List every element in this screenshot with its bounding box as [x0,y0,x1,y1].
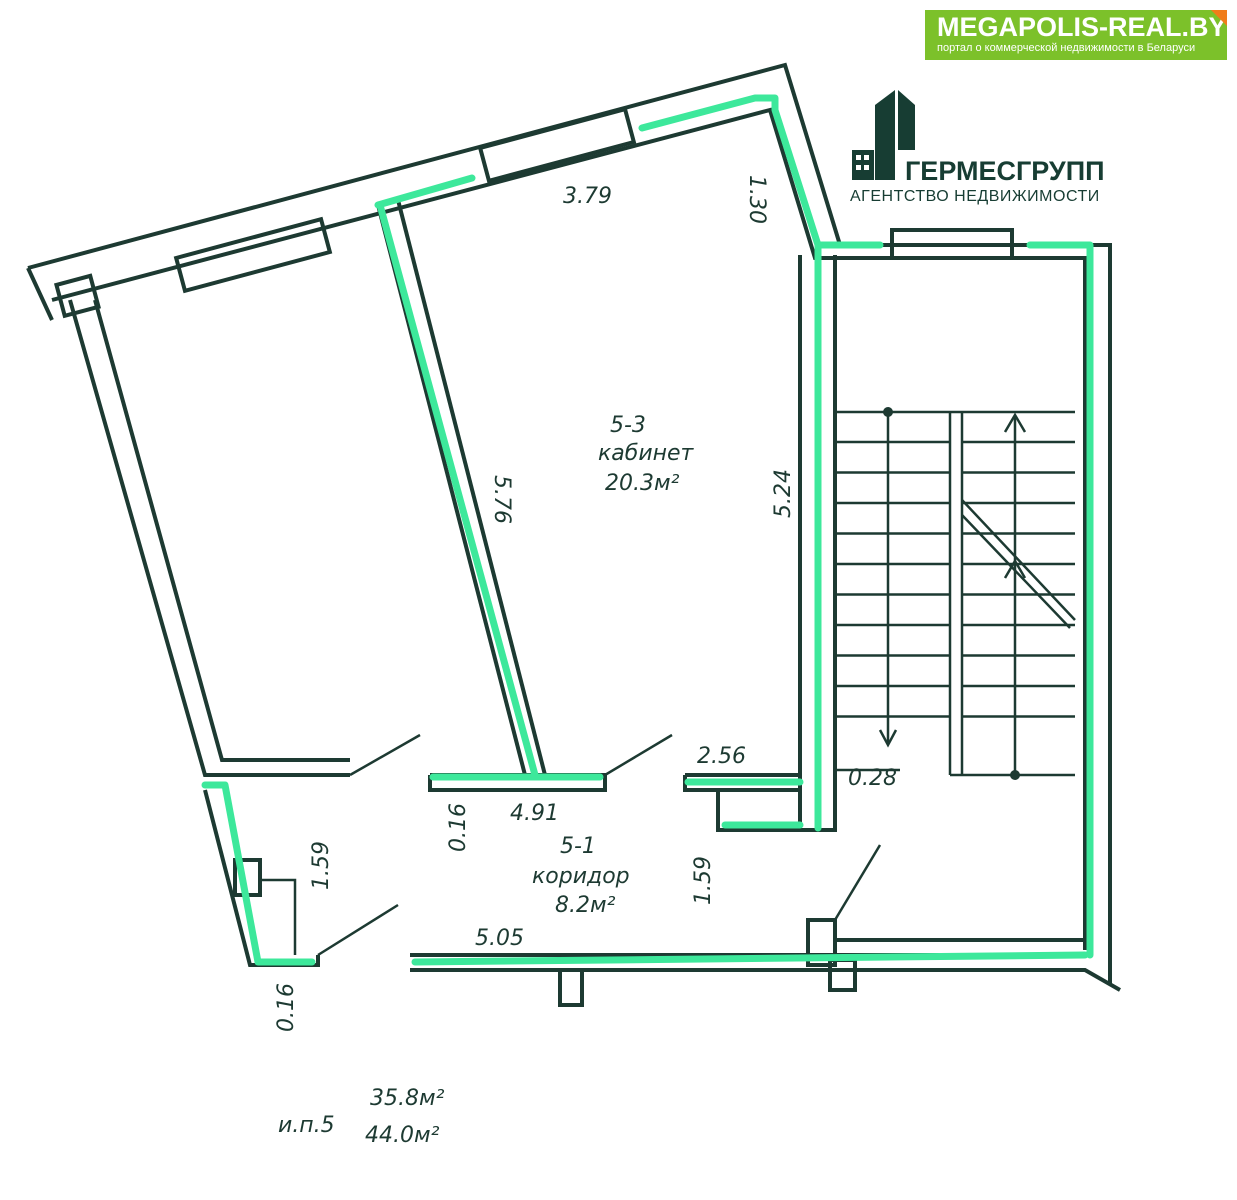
door-swings [317,733,882,957]
totals-label: и.п.5 [278,1113,335,1138]
dim-corridor-height: 1.59 [691,856,716,905]
dim-right-wall: 5.24 [771,469,796,518]
dim-bottom-wall: 0.16 [274,983,299,1032]
dim-corridor-top: 4.91 [510,801,559,826]
dim-door-right: 2.56 [697,744,746,769]
dim-left-wall: 5.76 [489,475,514,524]
room-number: 5-1 [560,834,596,859]
buildings-icon [852,90,915,180]
area-main: 35.8м² [370,1086,445,1111]
totals: и.п.5 35.8м² 44.0м² [278,1086,445,1148]
badge-corner [1211,10,1227,26]
area-total: 44.0м² [365,1123,440,1148]
agency-name: ГЕРМЕСГРУПП [905,156,1105,186]
site-tagline: портал о коммерческой недвижимости в Бел… [937,42,1196,54]
dim-wall-thick: 0.28 [848,766,897,791]
highlighted-unit-outline [201,94,1094,966]
room-number: 5-3 [610,413,646,438]
room-name: кабинет [598,441,695,466]
megapolis-badge: MEGAPOLIS-REAL.BY портал о коммерческой … [925,10,1227,60]
window [890,228,1014,260]
site-name: MEGAPOLIS-REAL.BY [937,12,1227,42]
agency-subtitle: АГЕНТСТВО НЕДВИЖИМОСТИ [850,188,1100,205]
room-name: коридор [532,864,630,889]
window [173,216,333,294]
room-area: 8.2м² [555,893,616,918]
dim-corridor-bottom: 5.05 [475,926,524,951]
partition-wall [396,199,547,776]
window [477,106,637,184]
dimension-labels: 3.79 1.30 5.76 5.24 2.56 0.28 0.16 4.91 … [274,175,897,1032]
staircase [835,407,1076,780]
agency-logo: ГЕРМЕСГРУПП АГЕНТСТВО НЕДВИЖИМОСТИ [850,85,1105,205]
dim-corridor-wall: 0.16 [446,803,471,852]
room-labels: 5-3 кабинет 20.3м² 5-1 коридор 8.2м² [532,413,695,918]
dim-niche-height: 1.59 [309,841,334,890]
dim-top: 3.79 [563,184,612,209]
dim-top-right: 1.30 [744,175,769,224]
room-area: 20.3м² [605,471,680,496]
